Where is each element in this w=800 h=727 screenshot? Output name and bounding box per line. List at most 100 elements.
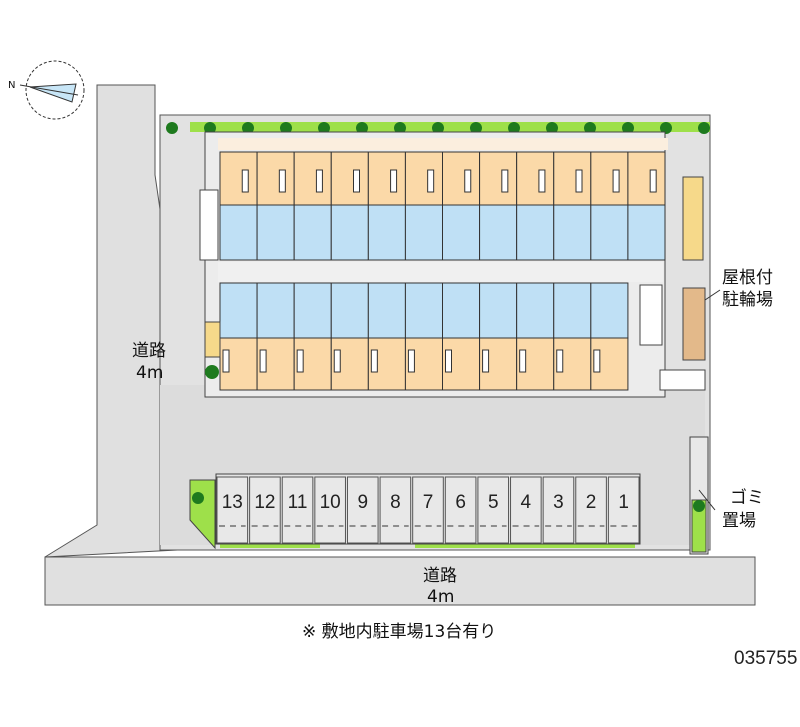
bike-parking-label-1: 屋根付 — [722, 268, 773, 288]
stairs-right — [639, 284, 663, 346]
parking-note: ※ 敷地内駐車場13台有り — [302, 622, 496, 642]
compass-icon: N — [8, 60, 85, 120]
furniture — [538, 169, 546, 193]
apartment-unit — [590, 282, 629, 391]
furniture — [278, 169, 286, 193]
room — [219, 151, 258, 206]
parking-stall-number: 10 — [320, 492, 341, 513]
apartment-unit — [404, 282, 443, 391]
parking-stall — [346, 476, 379, 544]
parking-stall-number: 3 — [553, 492, 564, 513]
wet-area — [367, 282, 406, 339]
wet-area — [404, 282, 443, 339]
wet-area — [590, 204, 629, 261]
apartment-unit — [442, 282, 481, 391]
left-road-name: 道路 — [132, 341, 166, 361]
apartment-unit — [330, 282, 369, 391]
furniture — [241, 169, 249, 193]
apartment-unit — [442, 151, 481, 261]
parking-stall — [314, 476, 346, 544]
apartment-unit — [330, 151, 369, 261]
parking-stall-number: 12 — [254, 492, 275, 513]
tree-icon — [660, 122, 672, 134]
parking-stall — [379, 476, 412, 544]
parking-stall-number: 13 — [222, 492, 243, 513]
tree-icon — [394, 122, 406, 134]
furniture — [296, 349, 304, 373]
parking-stall-number: 9 — [357, 492, 368, 513]
parking-stall-number: 4 — [521, 492, 532, 513]
apartment-unit — [516, 151, 555, 261]
wet-area — [627, 204, 666, 261]
apartment-unit — [627, 151, 666, 261]
apartment-unit — [367, 151, 406, 261]
parking-stall-number: 5 — [488, 492, 499, 513]
tree-icon — [204, 122, 216, 134]
tree-icon — [356, 122, 368, 134]
furniture — [370, 349, 378, 373]
room — [256, 151, 295, 206]
room — [553, 151, 592, 206]
furniture — [353, 169, 360, 193]
furniture — [333, 349, 341, 373]
hedge-top — [190, 122, 710, 132]
furniture — [427, 169, 435, 193]
parking-stall — [412, 476, 444, 544]
tree-icon — [508, 122, 520, 134]
parking-stall-number: 11 — [288, 492, 308, 513]
wet-area — [293, 204, 332, 261]
wet-area — [516, 204, 555, 261]
tree-icon — [166, 122, 178, 134]
furniture — [556, 349, 564, 373]
furniture — [519, 349, 527, 373]
room — [293, 151, 332, 206]
wet-area — [516, 282, 555, 339]
apartment-unit — [553, 282, 592, 391]
apartment-unit — [219, 282, 258, 391]
furniture — [575, 169, 583, 193]
parking-stall — [607, 476, 640, 544]
stairs-left — [199, 189, 219, 261]
tree-icon — [698, 122, 710, 134]
furniture — [390, 169, 398, 193]
apartment-unit — [479, 151, 518, 261]
furniture — [649, 169, 657, 193]
furniture — [315, 169, 323, 193]
apartment-unit — [553, 151, 592, 261]
wet-area — [442, 282, 481, 339]
storage-box — [682, 176, 704, 261]
apartment-unit — [293, 151, 332, 261]
parking-stall-number: 6 — [455, 492, 466, 513]
apartment-unit — [219, 151, 258, 261]
room — [367, 151, 406, 206]
furniture — [464, 169, 472, 193]
wet-area — [553, 204, 592, 261]
bottom-road — [44, 556, 756, 606]
furniture — [501, 169, 509, 193]
wet-area — [330, 204, 369, 261]
room — [516, 151, 555, 206]
room — [404, 151, 443, 206]
parking-stall — [477, 476, 510, 544]
left-road-width: 4m — [136, 363, 163, 383]
bottom-road-name: 道路 — [423, 566, 457, 586]
garbage-label-1: ゴミ — [730, 487, 764, 508]
wet-area — [553, 282, 592, 339]
wet-area — [219, 204, 258, 261]
bike-parking-label-2: 駐輪場 — [722, 290, 773, 310]
wet-area — [479, 282, 518, 339]
parking-stall — [444, 476, 477, 544]
tree-icon — [432, 122, 444, 134]
furniture — [445, 349, 452, 373]
parking-stall-number: 7 — [423, 492, 434, 513]
tree-icon — [584, 122, 596, 134]
wet-area — [256, 204, 295, 261]
room — [590, 151, 629, 206]
parking-stall — [281, 476, 314, 544]
parking-stall — [249, 476, 281, 544]
furniture — [407, 349, 415, 373]
apartment-unit — [367, 282, 406, 391]
wet-area — [256, 282, 295, 339]
parking-stall-number: 2 — [586, 492, 597, 513]
